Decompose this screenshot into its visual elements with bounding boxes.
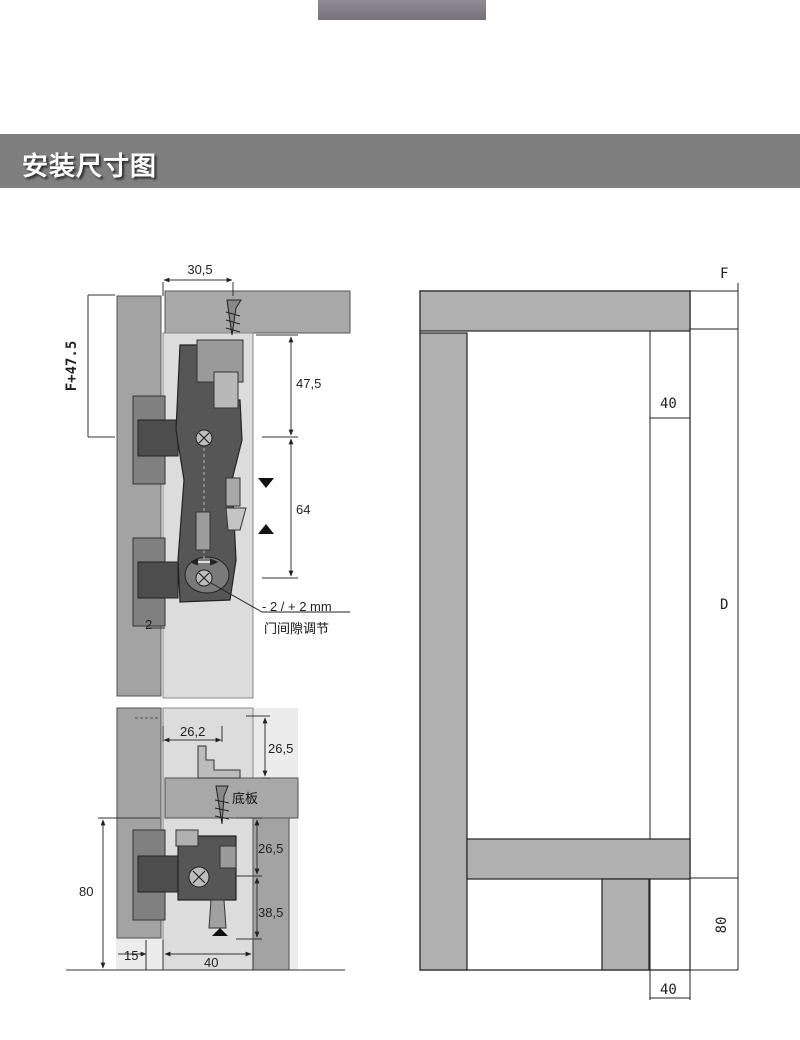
label-d: D xyxy=(720,597,728,613)
upper-hinge-detail: F+47.5 xyxy=(64,262,351,699)
adjust-range-label: - 2 / + 2 mm xyxy=(262,599,332,614)
frame-diagram: F D 80 40 40 xyxy=(419,266,739,1000)
dim-26-5-mid: 26,5 xyxy=(258,841,283,856)
dim-47-5: 47,5 xyxy=(296,376,321,391)
dim-40-detail: 40 xyxy=(204,955,218,970)
dim-64: 64 xyxy=(296,502,310,517)
door-gap-adjust-label: 门间隙调节 xyxy=(264,622,329,637)
dim-f-plus-47-5: F+47.5 xyxy=(64,341,80,392)
lower-hinge-detail: 底板 26,2 26,5 26,5 38,5 xyxy=(66,707,345,971)
page-title: 安装尺寸图 xyxy=(22,152,158,182)
dim-30-5: 30,5 xyxy=(187,262,212,277)
top-image-tab xyxy=(318,0,486,20)
dim-26-5-top: 26,5 xyxy=(268,741,293,756)
label-40-bottom: 40 xyxy=(660,982,677,998)
dim-15: 15 xyxy=(124,948,138,963)
bottom-panel-label: 底板 xyxy=(232,791,258,807)
dim-26-2: 26,2 xyxy=(180,724,205,739)
dim-38-5: 38,5 xyxy=(258,905,283,920)
dim-gap-2: 2 xyxy=(145,617,152,632)
label-80-frame: 80 xyxy=(714,917,730,934)
label-40-top: 40 xyxy=(660,396,677,412)
section-header-banner: 安装尺寸图 xyxy=(0,134,800,188)
dim-80-detail: 80 xyxy=(79,884,93,899)
label-f: F xyxy=(720,266,728,282)
